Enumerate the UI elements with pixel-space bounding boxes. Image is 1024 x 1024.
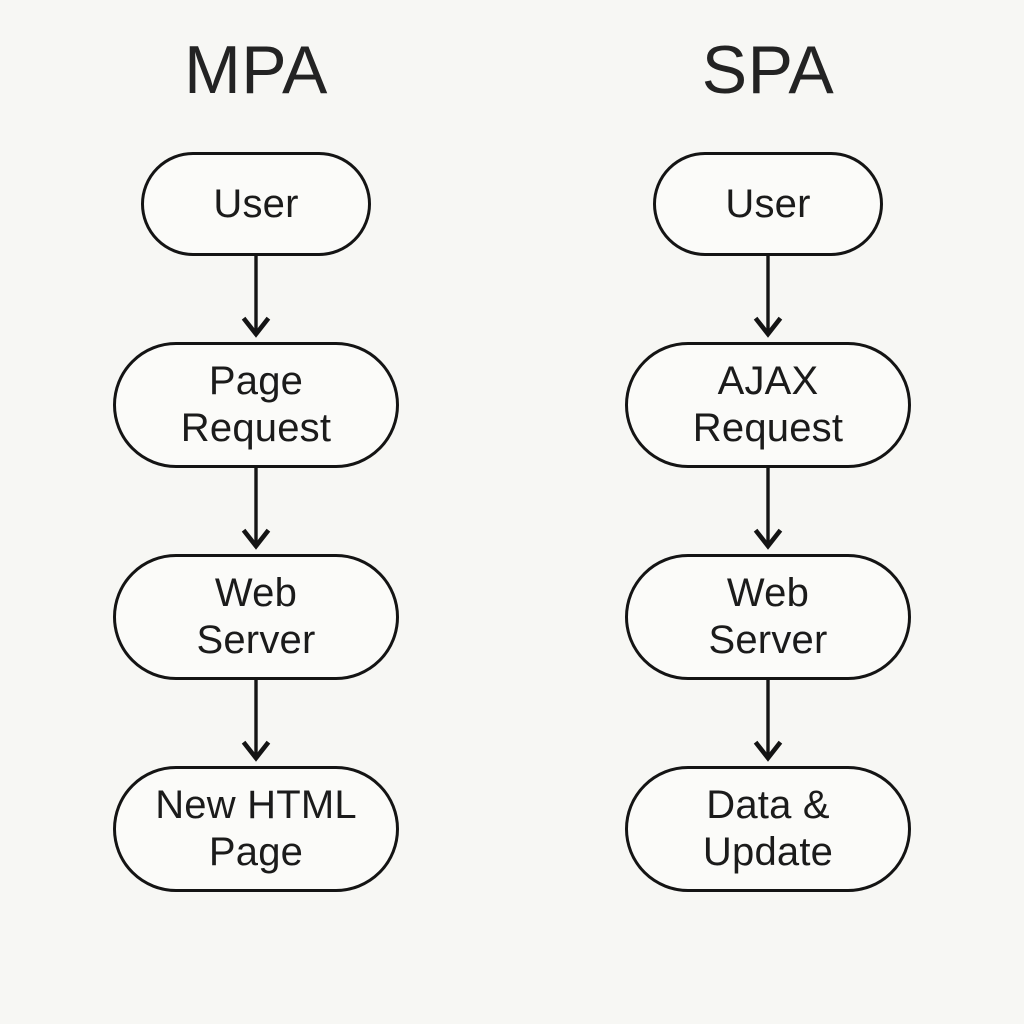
node-mpa-new-html-page[interactable]: New HTML Page xyxy=(113,766,399,892)
node-mpa-page-request[interactable]: Page Request xyxy=(113,342,399,468)
arrow-spa-request-to-server xyxy=(753,468,783,550)
node-spa-user[interactable]: User xyxy=(653,152,883,256)
arrow-spa-user-to-request xyxy=(753,256,783,338)
column-title-spa: SPA xyxy=(701,32,835,108)
column-mpa: MPA User Page Request Web Server New HTM… xyxy=(0,32,512,892)
column-title-mpa: MPA xyxy=(184,32,328,108)
node-spa-ajax-request[interactable]: AJAX Request xyxy=(625,342,911,468)
node-mpa-user[interactable]: User xyxy=(141,152,371,256)
column-spa: SPA User AJAX Request Web Server Data & … xyxy=(512,0,1024,1024)
node-spa-data-update[interactable]: Data & Update xyxy=(625,766,911,892)
flow-spa: User AJAX Request Web Server Data & Upda… xyxy=(512,152,1024,892)
flow-mpa: User Page Request Web Server New HTML Pa… xyxy=(0,152,512,892)
arrow-mpa-request-to-server xyxy=(241,468,271,550)
node-spa-web-server[interactable]: Web Server xyxy=(625,554,911,680)
arrow-spa-server-to-response xyxy=(753,680,783,762)
arrow-mpa-user-to-request xyxy=(241,256,271,338)
arrow-mpa-server-to-response xyxy=(241,680,271,762)
node-mpa-web-server[interactable]: Web Server xyxy=(113,554,399,680)
